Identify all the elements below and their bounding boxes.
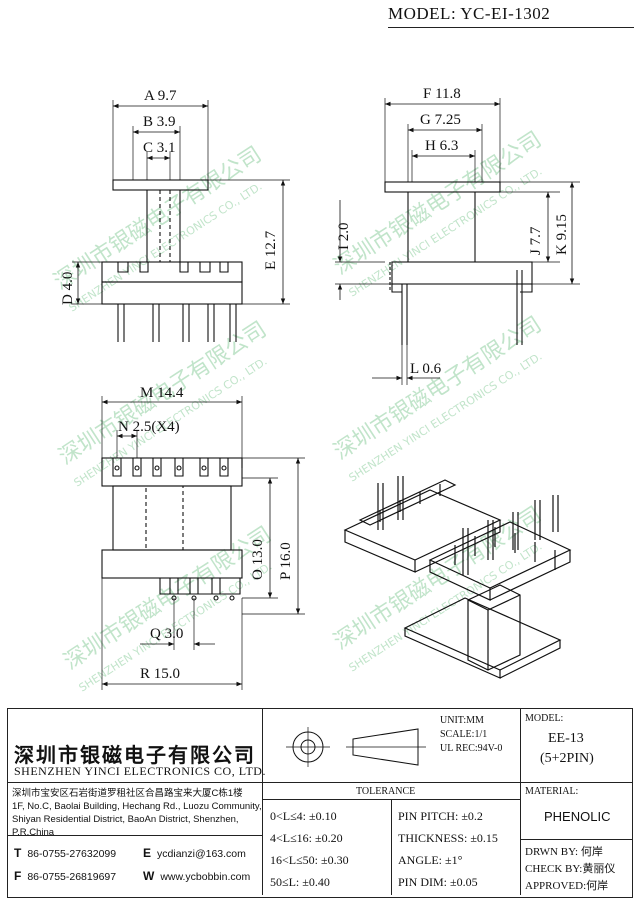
- side-view: [335, 98, 580, 385]
- dim-c: C 3.1: [143, 140, 176, 156]
- tolerance-item: 16<L≤50: ±0.30: [270, 853, 349, 867]
- watermark-cn-6: 深圳市银磁电子有限公司: [330, 502, 547, 655]
- tolerance-item: 50≤L: ±0.40: [270, 875, 330, 889]
- dimension-labels: A 9.7 B 3.9 C 3.1 E 12.7 D 4.0 F 11.8 G …: [60, 86, 570, 682]
- watermark-cn-4: 深圳市银磁电子有限公司: [330, 312, 547, 465]
- dim-b: B 3.9: [143, 114, 176, 130]
- dim-i: I 2.0: [336, 223, 352, 251]
- dim-j: J 7.7: [528, 226, 544, 255]
- unit-label: UNIT:MM: [440, 715, 484, 726]
- projection-symbol-icon: [286, 727, 426, 767]
- model-sub-value: (5+2PIN): [540, 751, 594, 766]
- isometric-view: [343, 476, 572, 679]
- tolerance-item: THICKNESS: ±0.15: [398, 831, 498, 845]
- dim-f: F 11.8: [423, 86, 461, 102]
- dim-n: N 2.5(X4): [118, 419, 180, 435]
- drawn-by: DRWN BY: 何岸: [525, 846, 603, 858]
- company-address: 深圳市宝安区石岩街道罗租社区合昌路宝来大厦C栋1楼 1F, No.C, Baol…: [12, 787, 262, 839]
- dim-r: R 15.0: [140, 666, 180, 682]
- address-line-2: 1F, No.C, Baolai Building, Hechang Rd., …: [12, 801, 262, 812]
- dim-e: E 12.7: [263, 230, 279, 270]
- dim-p: P 16.0: [278, 542, 294, 580]
- bottom-view: [101, 396, 305, 690]
- dim-o: O 13.0: [250, 539, 266, 580]
- material-value: PHENOLIC: [544, 809, 611, 824]
- dim-d: D 4.0: [60, 272, 76, 305]
- dim-m: M 14.4: [140, 385, 184, 401]
- tolerance-list-misc: PIN PITCH: ±0.2 THICKNESS: ±0.15 ANGLE: …: [398, 805, 498, 893]
- tolerance-item: 4<L≤16: ±0.20: [270, 831, 343, 845]
- tolerance-item: PIN DIM: ±0.05: [398, 875, 478, 889]
- watermark-cn-1: 深圳市银磁电子有限公司: [50, 142, 267, 295]
- tolerance-item: ANGLE: ±1°: [398, 853, 463, 867]
- check-by: CHECK BY:黄丽仪: [525, 863, 616, 875]
- dim-g: G 7.25: [420, 112, 461, 128]
- dim-q: Q 3.0: [150, 626, 183, 642]
- model-title: MODEL: YC-EI-1302: [388, 4, 551, 23]
- tolerance-list-length: 0<L≤4: ±0.10 4<L≤16: ±0.20 16<L≤50: ±0.3…: [270, 805, 349, 893]
- dim-a: A 9.7: [144, 88, 177, 104]
- tolerance-item: 0<L≤4: ±0.10: [270, 809, 337, 823]
- model-title-underline: [388, 27, 634, 28]
- material-field-label: MATERIAL:: [525, 786, 579, 797]
- dim-h: H 6.3: [425, 138, 458, 154]
- model-value: EE-13: [548, 731, 584, 746]
- address-line-1: 深圳市宝安区石岩街道罗租社区合昌路宝来大厦C栋1楼: [12, 788, 243, 799]
- company-name-en: SHENZHEN YINCI ELECTRONICS CO, LTD.: [14, 764, 266, 778]
- address-line-3: Shiyan Residential District, BaoAn Distr…: [12, 814, 239, 838]
- company-name-cn: 深圳市银磁电子有限公司: [14, 743, 256, 767]
- ul-rec-label: UL REC:94V-0: [440, 743, 503, 754]
- watermark-cn-5: 深圳市银磁电子有限公司: [60, 522, 277, 675]
- scale-label: SCALE:1/1: [440, 729, 488, 740]
- technical-drawing: 深圳市银磁电子有限公司 SHENZHEN YINCI ELECTRONICS C…: [50, 86, 580, 695]
- tolerance-title: TOLERANCE: [356, 786, 416, 797]
- tolerance-item: PIN PITCH: ±0.2: [398, 809, 483, 823]
- dim-l: L 0.6: [410, 361, 442, 377]
- approved-by: APPROVED:何岸: [525, 880, 609, 892]
- front-view: [72, 100, 290, 342]
- model-field-label: MODEL:: [525, 713, 564, 724]
- dim-k: K 9.15: [554, 214, 570, 255]
- title-block: 深圳市银磁电子有限公司 SHENZHEN YINCI ELECTRONICS C…: [7, 708, 633, 898]
